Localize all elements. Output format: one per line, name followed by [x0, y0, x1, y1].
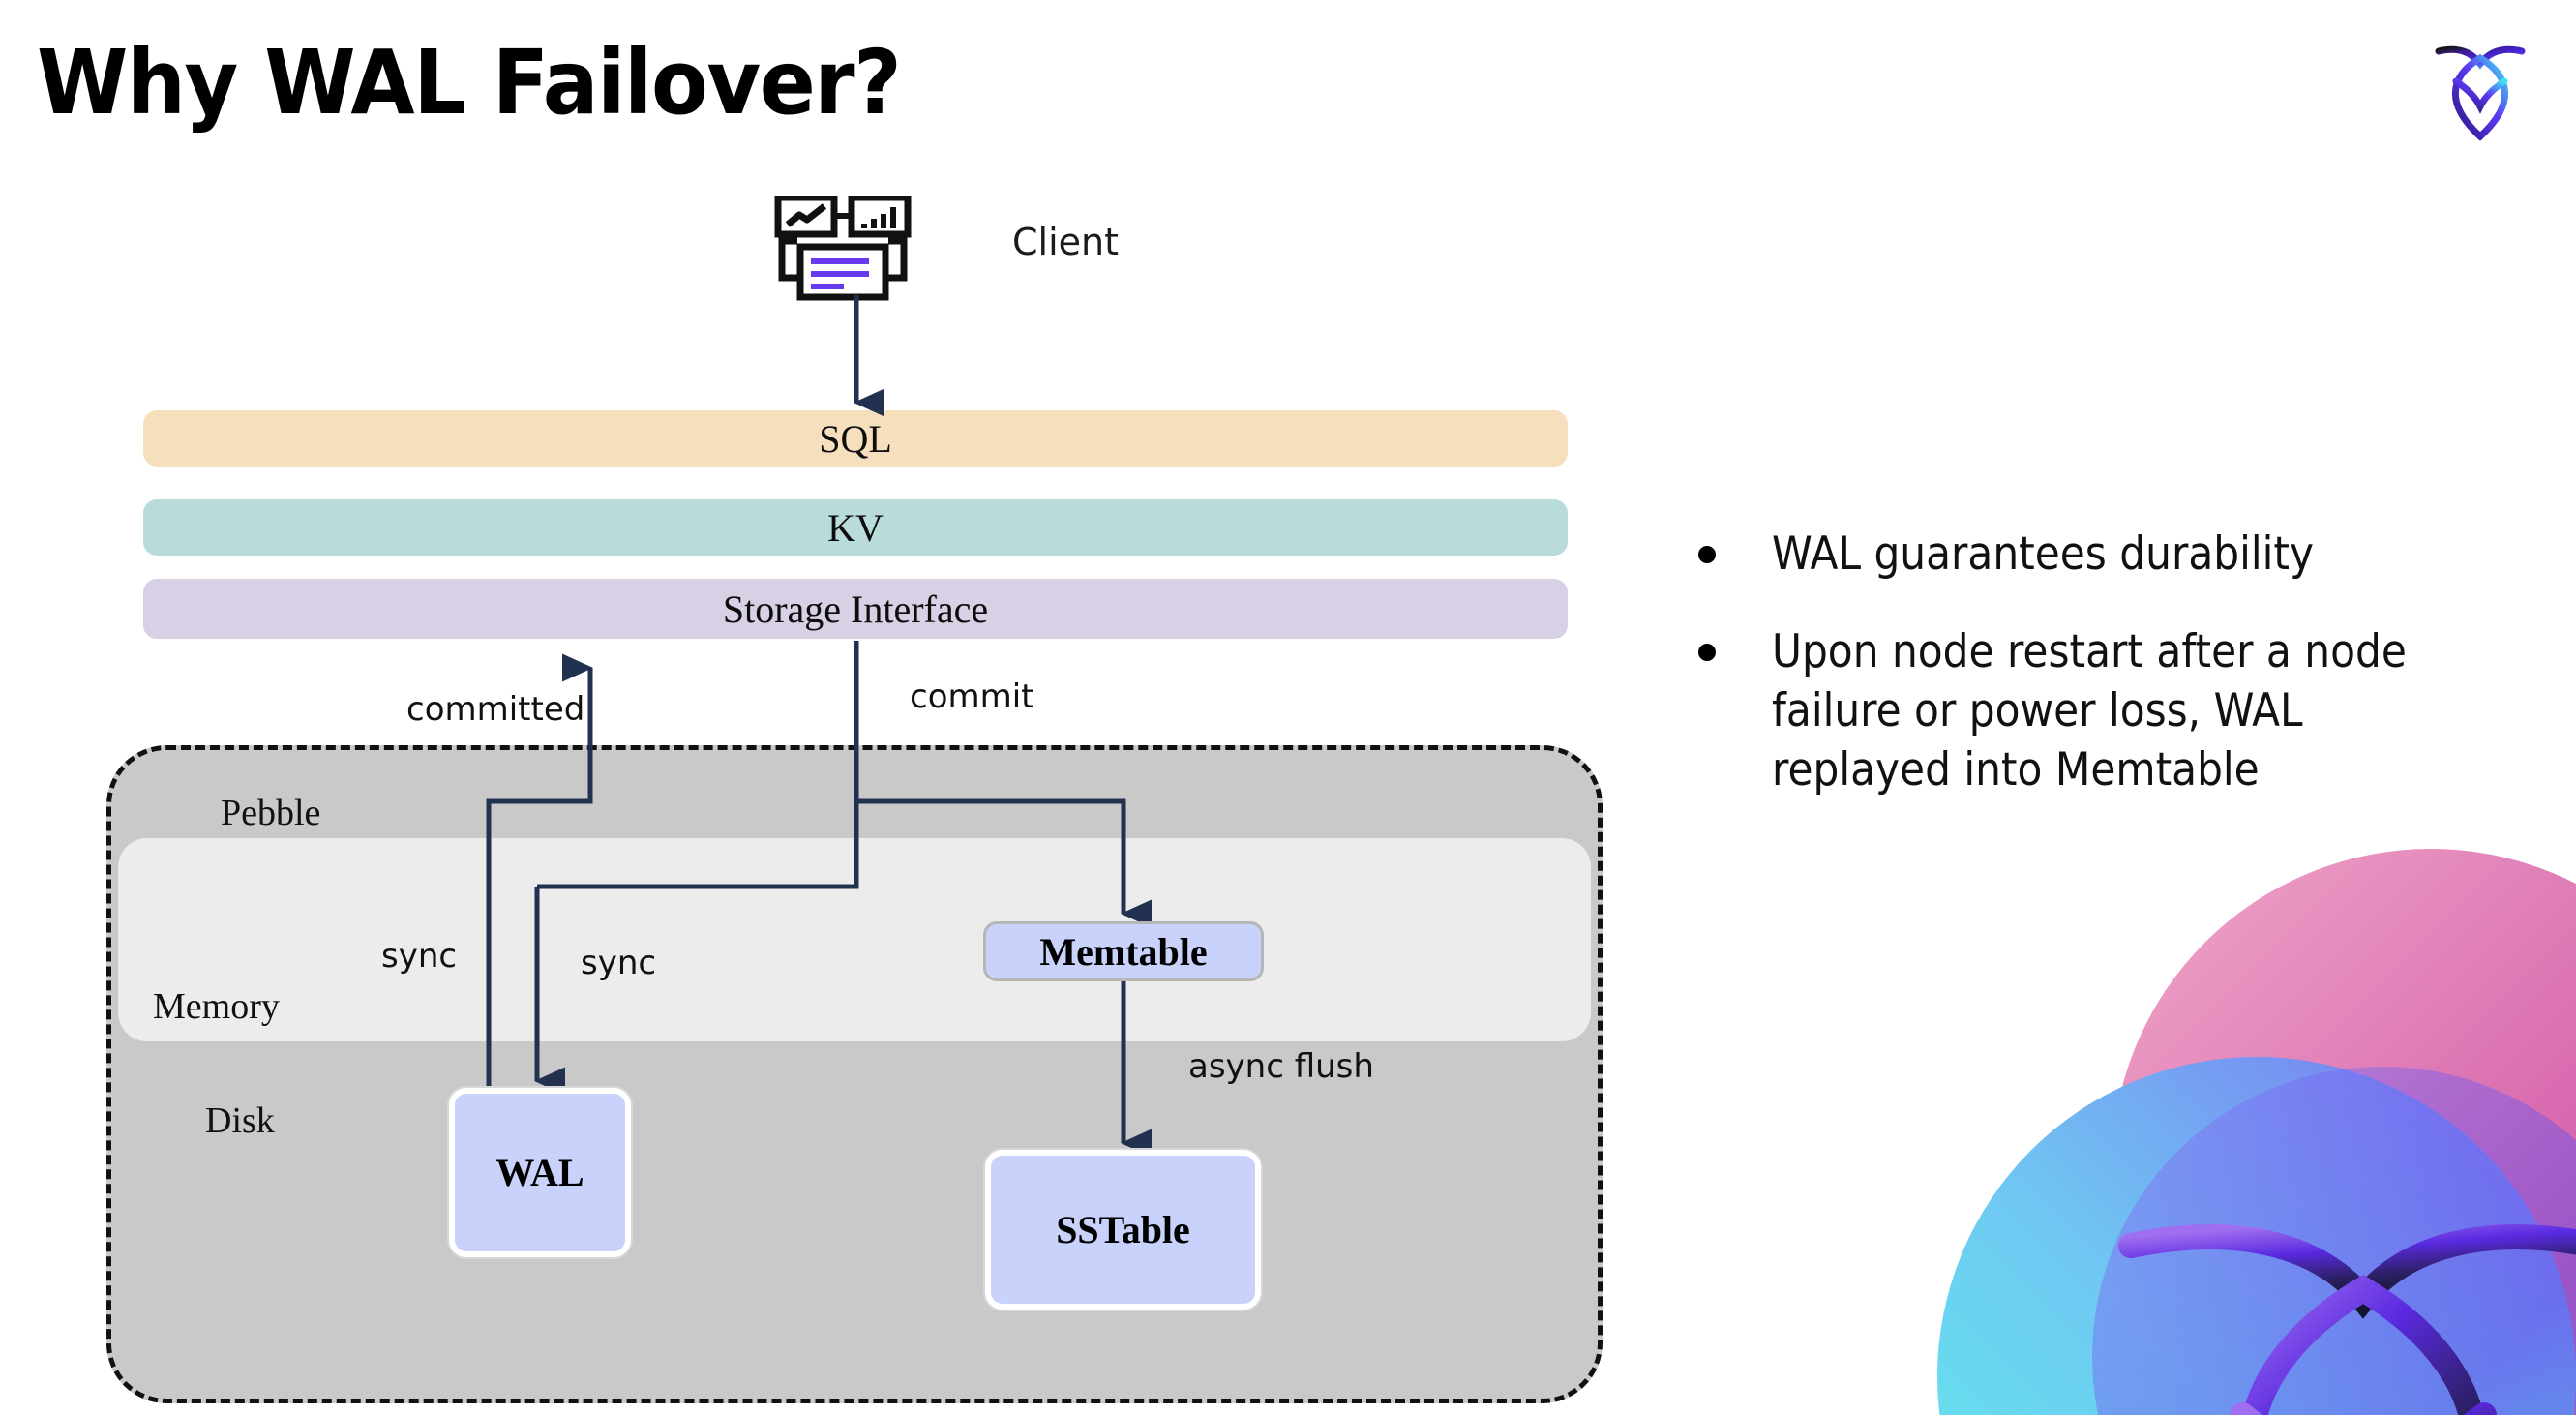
bullet-list: WAL guarantees durability Upon node rest…: [1698, 525, 2521, 838]
memory-region: [118, 838, 1591, 1041]
edge-label-commit: commit: [910, 677, 1034, 716]
memory-label: Memory: [153, 986, 280, 1027]
node-sstable: SSTable: [985, 1150, 1261, 1310]
list-item: WAL guarantees durability: [1698, 525, 2521, 584]
list-item: Upon node restart after a node failure o…: [1698, 622, 2521, 799]
cockroachdb-logo-icon: [2417, 25, 2543, 151]
node-wal: WAL: [449, 1088, 631, 1257]
layer-bar-storage-interface: Storage Interface: [143, 579, 1568, 639]
client-dashboard-icon: [774, 194, 924, 302]
disk-label: Disk: [205, 1100, 275, 1141]
bullet-dot-icon: [1698, 546, 1716, 563]
architecture-diagram: Client SQL KV Storage Interface Pebble M…: [106, 194, 1603, 1403]
edge-label-async-flush: async flush: [1188, 1047, 1374, 1086]
node-memtable: Memtable: [983, 921, 1264, 981]
edge-label-sync-down: sync: [581, 944, 657, 982]
edge-label-committed: committed: [406, 690, 585, 729]
layer-bar-sql: SQL: [143, 410, 1568, 467]
pebble-label: Pebble: [221, 793, 321, 833]
bullet-dot-icon: [1698, 644, 1716, 662]
client-label: Client: [1012, 221, 1120, 263]
bullet-text: WAL guarantees durability: [1772, 527, 2314, 581]
layer-bar-kv: KV: [143, 499, 1568, 556]
edge-label-sync-up: sync: [381, 937, 458, 976]
bullet-text: Upon node restart after a node failure o…: [1772, 625, 2407, 798]
page-title: Why WAL Failover?: [37, 31, 902, 135]
cockroachdb-watermark-icon: [1841, 834, 2576, 1415]
